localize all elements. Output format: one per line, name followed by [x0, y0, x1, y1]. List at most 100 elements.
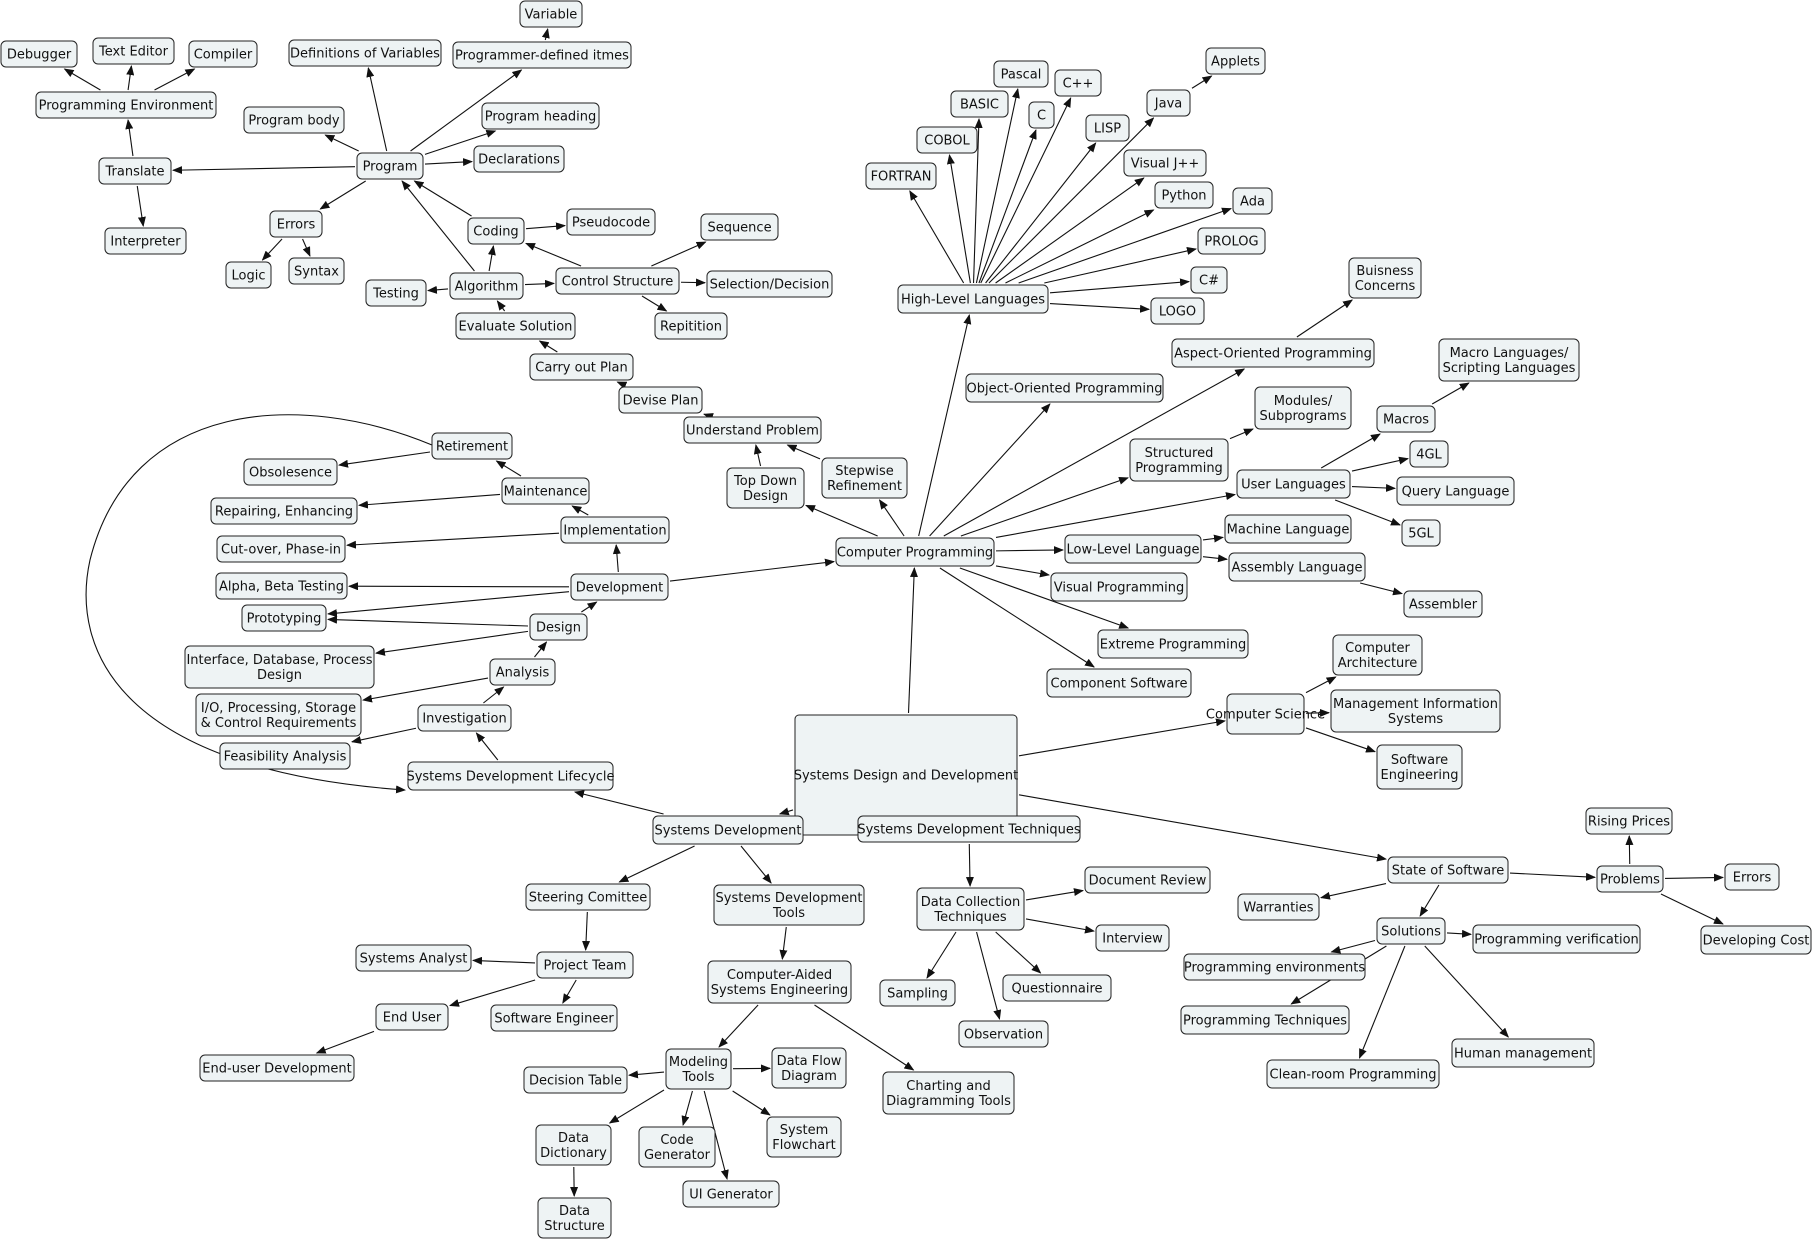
- node-sysanalyst[interactable]: Systems Analyst: [355, 944, 472, 972]
- node-cs[interactable]: Computer Science: [1206, 693, 1325, 735]
- node-implementation[interactable]: Implementation: [560, 516, 670, 544]
- node-investigation[interactable]: Investigation: [417, 704, 512, 732]
- node-repitition[interactable]: Repitition: [654, 312, 728, 340]
- node-progbody[interactable]: Program body: [243, 106, 345, 134]
- node-visualprog[interactable]: Visual Programming: [1050, 572, 1188, 602]
- node-obsolesence[interactable]: Obsolesence: [243, 458, 338, 486]
- node-aop[interactable]: Aspect-Oriented Programming: [1171, 338, 1375, 368]
- node-defvars[interactable]: Definitions of Variables: [288, 39, 442, 67]
- node-sampling[interactable]: Sampling: [879, 979, 956, 1007]
- node-cutover[interactable]: Cut-over, Phase-in: [216, 535, 346, 563]
- node-understand[interactable]: Understand Problem: [683, 416, 822, 444]
- node-declarations[interactable]: Declarations: [473, 145, 565, 173]
- node-uigen[interactable]: UI Generator: [682, 1180, 780, 1208]
- node-progverify[interactable]: Programming verification: [1472, 924, 1641, 954]
- node-retirement[interactable]: Retirement: [431, 432, 513, 460]
- node-logo[interactable]: LOGO: [1150, 297, 1205, 325]
- node-errors2[interactable]: Errors: [1724, 863, 1780, 891]
- node-prototyping[interactable]: Prototyping: [241, 604, 327, 632]
- node-assembler[interactable]: Assembler: [1403, 590, 1483, 618]
- node-progheading[interactable]: Program heading: [481, 102, 600, 130]
- node-extreme[interactable]: Extreme Programming: [1097, 629, 1249, 659]
- node-development[interactable]: Development: [570, 573, 669, 601]
- node-warranties[interactable]: Warranties: [1237, 893, 1320, 921]
- node-ada[interactable]: Ada: [1232, 187, 1273, 215]
- node-iopsc[interactable]: I/O, Processing, Storage& Control Requir…: [195, 693, 362, 737]
- node-coding[interactable]: Coding: [467, 217, 525, 245]
- node-machine[interactable]: Machine Language: [1224, 514, 1352, 544]
- node-cpp[interactable]: C++: [1054, 69, 1102, 97]
- node-alphabeta[interactable]: Alpha, Beta Testing: [215, 572, 348, 600]
- node-progenv[interactable]: Programming Environment: [35, 91, 217, 119]
- node-program[interactable]: Program: [356, 152, 424, 180]
- node-pascal[interactable]: Pascal: [993, 60, 1049, 88]
- node-maintenance[interactable]: Maintenance: [501, 477, 590, 505]
- node-carryout[interactable]: Carry out Plan: [529, 353, 634, 381]
- node-oop[interactable]: Object-Oriented Programming: [965, 373, 1164, 403]
- node-sdd[interactable]: Systems Design and Development: [794, 714, 1019, 836]
- node-sd[interactable]: Systems Development: [652, 815, 804, 845]
- node-lisp[interactable]: LISP: [1085, 114, 1130, 142]
- node-c[interactable]: C: [1028, 101, 1055, 129]
- node-risingprices[interactable]: Rising Prices: [1585, 807, 1673, 835]
- node-component[interactable]: Component Software: [1046, 668, 1192, 698]
- node-basic[interactable]: BASIC: [950, 90, 1009, 118]
- node-enduserdev[interactable]: End-user Development: [199, 1054, 355, 1082]
- node-progenvs[interactable]: Programming environments: [1183, 953, 1366, 981]
- node-prolog[interactable]: PROLOG: [1197, 227, 1266, 255]
- node-variable[interactable]: Variable: [519, 0, 583, 28]
- node-modules[interactable]: Modules/Subprograms: [1254, 386, 1352, 430]
- node-observation[interactable]: Observation: [958, 1020, 1049, 1048]
- node-macrolang[interactable]: Macro Languages/Scripting Languages: [1438, 338, 1580, 382]
- node-interpreter[interactable]: Interpreter: [104, 227, 187, 255]
- node-sdtech[interactable]: Systems Development Techniques: [857, 815, 1081, 843]
- node-humanmgmt[interactable]: Human management: [1451, 1038, 1595, 1068]
- node-evaluate[interactable]: Evaluate Solution: [455, 312, 576, 340]
- node-hll[interactable]: High-Level Languages: [897, 284, 1049, 314]
- node-cobol[interactable]: COBOL: [916, 126, 978, 154]
- node-errors1[interactable]: Errors: [269, 210, 323, 238]
- node-query[interactable]: Query Language: [1396, 476, 1515, 506]
- node-sdlc[interactable]: Systems Development Lifecycle: [406, 761, 615, 791]
- node-visualj[interactable]: Visual J++: [1123, 149, 1207, 177]
- node-texteditor[interactable]: Text Editor: [92, 37, 175, 65]
- node-analysis[interactable]: Analysis: [489, 658, 556, 686]
- node-userlang[interactable]: User Languages: [1236, 469, 1351, 499]
- node-debugger[interactable]: Debugger: [0, 40, 78, 68]
- node-control[interactable]: Control Structure: [555, 267, 680, 295]
- node-softengineer[interactable]: Software Engineer: [490, 1004, 618, 1032]
- node-lowlevel[interactable]: Low-Level Language: [1064, 534, 1202, 564]
- node-selection[interactable]: Selection/Decision: [706, 270, 833, 298]
- node-translate[interactable]: Translate: [98, 157, 172, 185]
- node-pseudocode[interactable]: Pseudocode: [566, 208, 656, 236]
- node-progdefined[interactable]: Programmer-defined itmes: [452, 41, 632, 69]
- node-sos[interactable]: State of Software: [1387, 856, 1509, 884]
- node-compiler[interactable]: Compiler: [188, 40, 258, 68]
- node-questionnaire[interactable]: Questionnaire: [1002, 974, 1112, 1002]
- node-progtech[interactable]: Programming Techniques: [1180, 1005, 1350, 1035]
- node-devcost[interactable]: Developing Cost: [1700, 925, 1812, 955]
- node-sequence[interactable]: Sequence: [700, 213, 779, 241]
- node-assembly[interactable]: Assembly Language: [1228, 552, 1366, 582]
- node-design[interactable]: Design: [529, 613, 588, 641]
- node-testing[interactable]: Testing: [365, 279, 427, 307]
- node-5gl[interactable]: 5GL: [1401, 519, 1441, 547]
- node-fortran[interactable]: FORTRAN: [865, 162, 937, 190]
